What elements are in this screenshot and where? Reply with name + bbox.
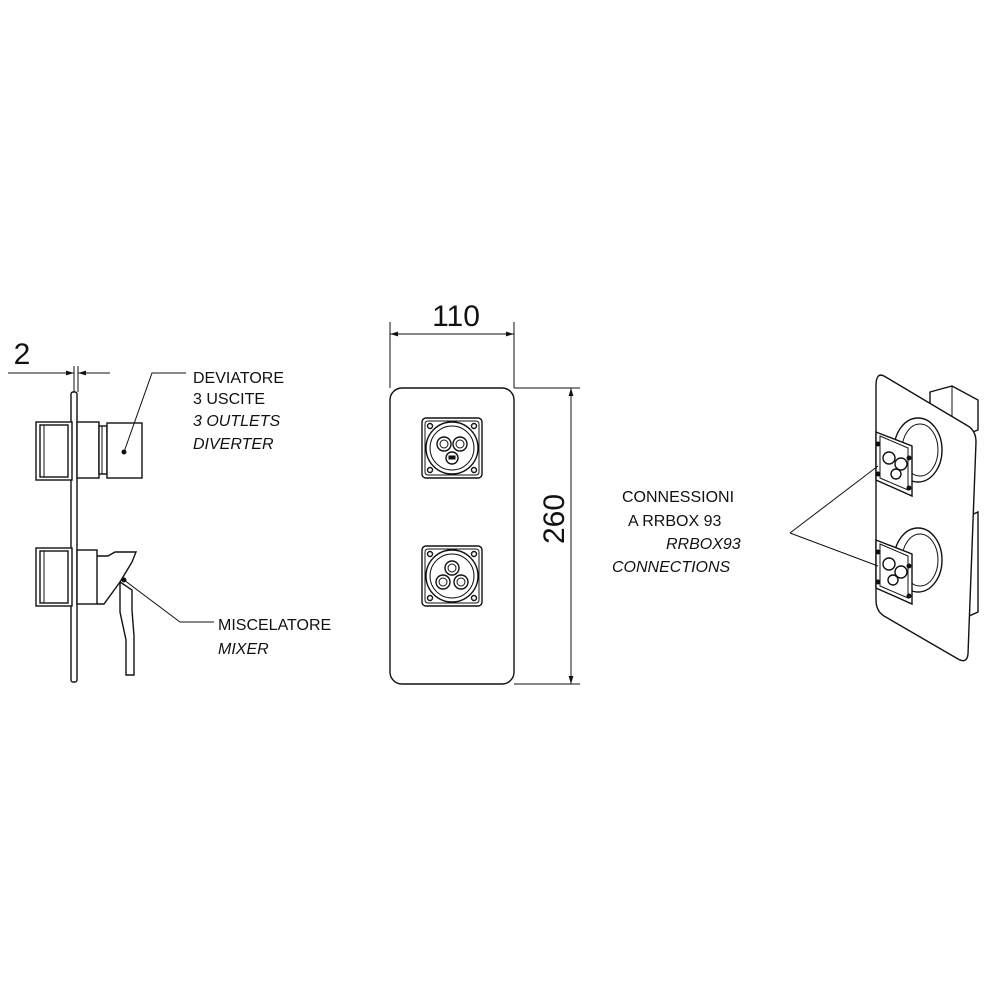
side-mixer-body <box>76 549 138 676</box>
side-view: 2 DEVIATORE 3 USCITE 3 OUTLETS DIVERTER … <box>8 338 331 683</box>
connections-leader <box>789 465 879 567</box>
diverter-label-line2: 3 USCITE <box>193 391 265 408</box>
front-mixer-connection <box>421 545 483 607</box>
side-diverter-knob <box>35 421 73 481</box>
iso-mixer-connection <box>875 527 943 606</box>
width-value: 110 <box>432 300 480 333</box>
mixer-label: MISCELATORE MIXER <box>218 617 331 658</box>
height-value: 260 <box>538 494 571 544</box>
connections-label-line2: A RRBOX 93 <box>628 513 721 530</box>
front-diverter-connection <box>421 417 483 479</box>
height-dimension: 260 <box>514 387 580 685</box>
side-mixer-knob <box>35 547 73 607</box>
diverter-label: DEVIATORE 3 USCITE 3 OUTLETS DIVERTER <box>193 370 284 453</box>
mixer-leader <box>123 579 214 623</box>
connections-label: CONNESSIONI A RRBOX 93 RRBOX93 CONNECTIO… <box>612 489 741 576</box>
diverter-label-line3: 3 OUTLETS <box>193 413 280 430</box>
isometric-view: CONNESSIONI A RRBOX 93 RRBOX93 CONNECTIO… <box>612 374 979 662</box>
connections-label-line1: CONNESSIONI <box>622 489 734 506</box>
diverter-leader <box>123 372 186 453</box>
side-diverter-body <box>76 421 143 479</box>
diverter-label-line4: DIVERTER <box>193 436 274 453</box>
iso-diverter-connection <box>875 417 943 498</box>
mixer-label-line1: MISCELATORE <box>218 617 331 634</box>
thickness-dimension: 2 <box>8 338 110 392</box>
thickness-value: 2 <box>14 338 31 371</box>
connections-label-line3: RRBOX93 <box>666 536 741 553</box>
front-view: 110 260 <box>389 300 580 685</box>
mixer-label-line2: MIXER <box>218 641 269 658</box>
diverter-label-line1: DEVIATORE <box>193 370 284 387</box>
connections-label-line4: CONNECTIONS <box>612 559 731 576</box>
width-dimension: 110 <box>389 300 515 388</box>
front-plate <box>389 387 515 685</box>
